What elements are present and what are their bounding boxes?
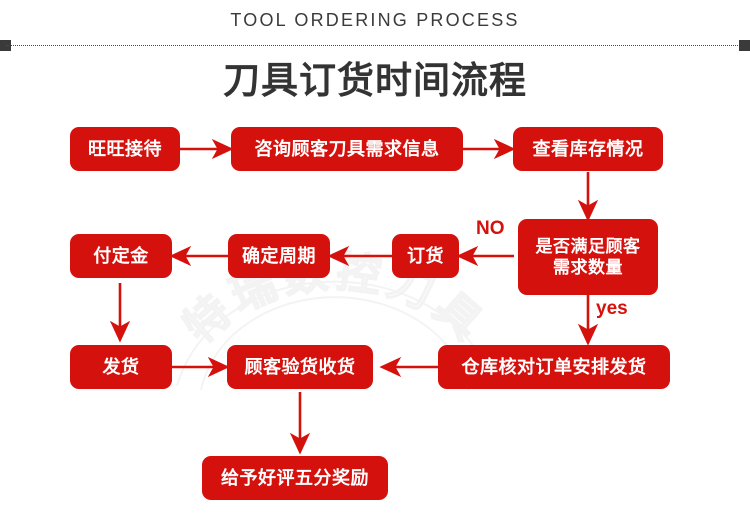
page-header: TOOL ORDERING PROCESS 刀具订货时间流程 [0, 0, 750, 105]
divider-cap-right [739, 40, 750, 51]
flow-node-confirm-cycle[interactable]: 确定周期 [228, 234, 330, 278]
divider-cap-left [0, 40, 11, 51]
flow-node-five-star-review-reward[interactable]: 给予好评五分奖励 [202, 456, 388, 500]
english-title: TOOL ORDERING PROCESS [230, 10, 520, 30]
flow-node-meets-customer-quantity-decision[interactable]: 是否满足顾客 需求数量 [518, 219, 658, 295]
flow-node-pay-deposit[interactable]: 付定金 [70, 234, 172, 278]
flow-node-check-inventory[interactable]: 查看库存情况 [513, 127, 663, 171]
flow-node-wangwang-reception[interactable]: 旺旺接待 [70, 127, 180, 171]
flow-node-consult-customer-requirements[interactable]: 咨询顾客刀具需求信息 [231, 127, 463, 171]
flow-node-place-order[interactable]: 订货 [392, 234, 459, 278]
header-divider [0, 40, 750, 51]
divider-dotted-line [6, 45, 744, 46]
flow-node-warehouse-verify-arrange-shipment[interactable]: 仓库核对订单安排发货 [438, 345, 670, 389]
flow-node-ship-goods[interactable]: 发货 [70, 345, 172, 389]
edge-label-no: NO [476, 218, 505, 239]
edge-label-yes: yes [596, 298, 628, 319]
page-title: 刀具订货时间流程 [223, 60, 527, 101]
flow-node-customer-inspect-receive[interactable]: 顾客验货收货 [227, 345, 373, 389]
